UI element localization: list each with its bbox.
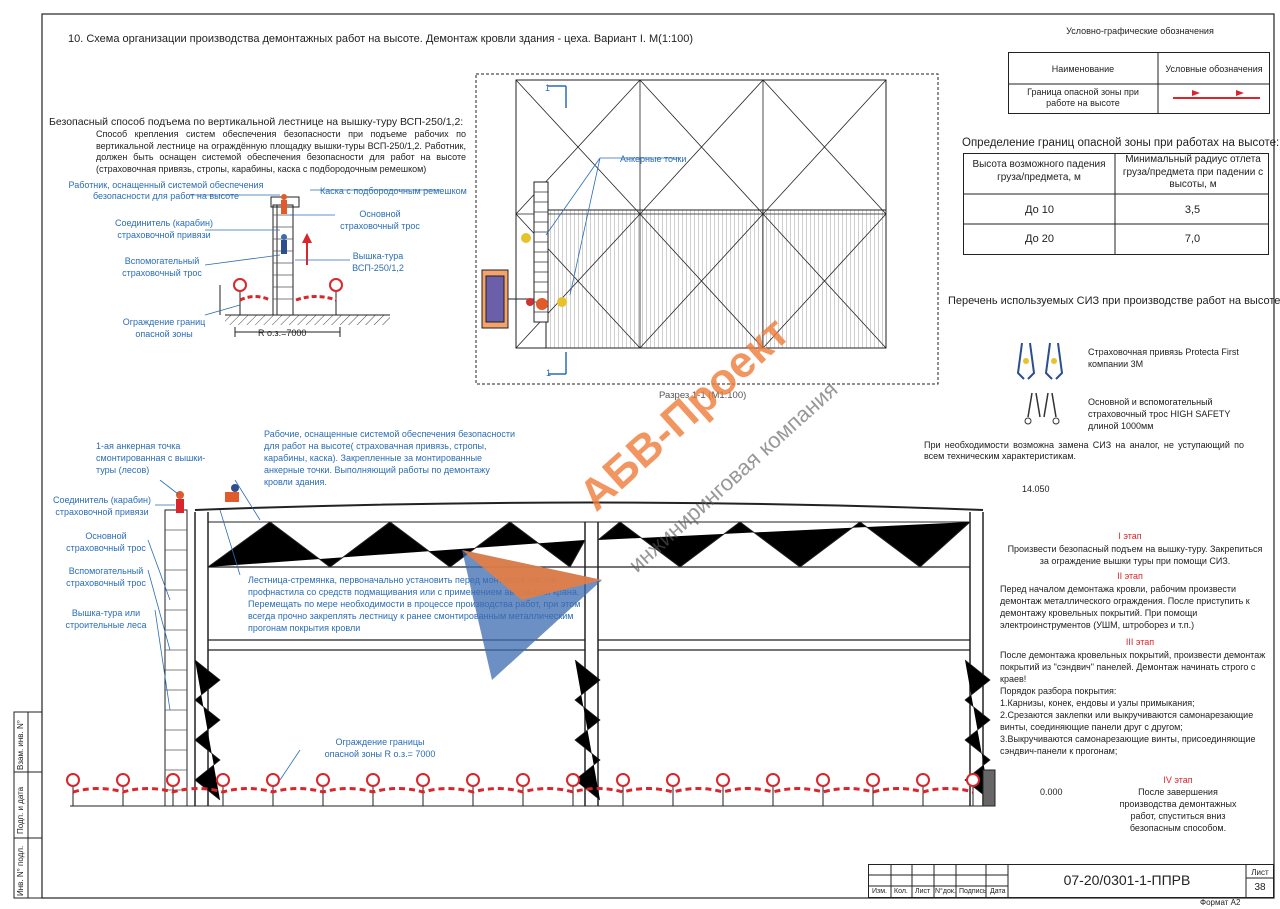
stage1-text: Произвести безопасный подъем на вышку-ту… <box>1007 544 1263 566</box>
danger-row2-radius: 7,0 <box>1184 233 1201 245</box>
plan-anchor-label: Анкерные точки <box>620 154 687 164</box>
stage4-title: IV этап <box>1163 775 1193 785</box>
side-stamp-inv: Инв. N° подл. <box>16 845 25 896</box>
tower-radius: R о.з.=7000 <box>258 328 307 338</box>
tb-col-izm: Изм. <box>872 888 887 895</box>
tb-code: 07-20/0301-1-ППРВ <box>1063 872 1191 888</box>
plan-caption: Разрез 1-1 (М1:100) <box>659 390 747 401</box>
tb-col-sign: Подпись <box>959 888 987 895</box>
legend-col-name: Наименование <box>1051 64 1115 74</box>
tb-format: Формат А2 <box>1200 898 1241 907</box>
roof-plan-drawing <box>475 73 939 385</box>
legend-row-name: Граница опасной зоны при работе на высот… <box>1027 87 1139 108</box>
ppe-note: При необходимости возможна замена СИЗ на… <box>924 440 1244 461</box>
danger-table <box>963 153 1269 255</box>
legend-col-symbol: Условные обозначения <box>1165 64 1263 74</box>
tower-label-aux-rope: Вспомогательный страховочный трос <box>122 256 202 278</box>
tower-label-main-rope: Основной страховочный трос <box>340 209 420 231</box>
stage2-text: Перед началом демонтажа кровли, рабочим … <box>1000 584 1250 630</box>
side-stamp-sign: Подп. и дата <box>16 786 25 834</box>
tower-label-connector: Соединитель (карабин) страховочной привя… <box>114 218 214 240</box>
danger-row1-radius: 3,5 <box>1184 204 1201 216</box>
tb-col-date: Дата <box>990 888 1006 895</box>
tb-sheet-label: Лист <box>1251 868 1269 877</box>
tower-title: Безопасный способ подъема по вертикально… <box>49 116 464 128</box>
stage1-title: I этап <box>1118 531 1142 541</box>
section-ladder: Лестница-стремянка, первоначально устано… <box>248 575 581 633</box>
danger-row2-height: До 20 <box>1025 233 1054 245</box>
tower-label-helmet: Каска с подбородочным ремешком <box>320 186 467 196</box>
ppe-item-harness: Страховочная привязь Protecta First комп… <box>1088 347 1239 369</box>
danger-col-height: Высота возможного падения груза/предмета… <box>972 159 1106 183</box>
stage3-text: После демонтажа кровельных покрытий, про… <box>1000 650 1266 756</box>
plan-section-mark-bottom: 1 <box>546 368 552 378</box>
ppe-item-rope: Основной и вспомогательный страховочный … <box>1088 397 1231 431</box>
page-title: 10. Схема организации производства демон… <box>68 33 694 45</box>
tower-text: Способ крепления систем обеспечения безо… <box>96 129 466 174</box>
tower-label-fence: Ограждение границ опасной зоны <box>122 317 206 339</box>
tower-label-worker: Работник, оснащенный системой обеспечени… <box>68 180 264 201</box>
harness-icon <box>1016 342 1064 425</box>
building-section-drawing <box>66 480 996 807</box>
section-anchor1: 1-ая анкерная точка смонтированная с выш… <box>96 441 206 475</box>
danger-col-radius: Минимальный радиус отлета груза/предмета… <box>1122 154 1264 190</box>
tb-col-list: Лист <box>915 888 931 895</box>
section-fence: Ограждение границы опасной зоны R о.з.= … <box>324 737 436 759</box>
tb-sheet-no: 38 <box>1254 882 1266 893</box>
watermark-logo-icon <box>462 550 602 680</box>
side-stamp-replace: Взам. инв. N° <box>16 720 25 770</box>
danger-row1-height: До 10 <box>1025 204 1054 216</box>
plan-section-mark-top: 1 <box>545 83 551 93</box>
level-bottom: 0.000 <box>1040 787 1063 797</box>
section-main-rope: Основной страховочный трос <box>66 531 146 553</box>
stage4-text: После завершения производства демонтажны… <box>1119 787 1237 833</box>
tower-label-tower: Вышка-тура ВСП-250/1,2 <box>352 251 404 273</box>
tb-col-kol: Кол. <box>894 888 908 895</box>
legend-title: Условно-графические обозначения <box>1066 26 1214 36</box>
level-top: 14.050 <box>1022 484 1050 494</box>
title-block <box>868 864 1274 898</box>
section-aux-rope: Вспомогательный страховочный трос <box>66 566 146 588</box>
stage3-title: III этап <box>1125 637 1155 647</box>
tb-col-doc: N°док. <box>935 888 956 895</box>
section-tower: Вышка-тура или строительные леса <box>65 608 147 630</box>
tower-detail-drawing <box>190 189 440 337</box>
section-workers: Рабочие, оснащенные системой обеспечения… <box>264 429 515 487</box>
danger-table-title: Определение границ опасной зоны при рабо… <box>962 137 1280 149</box>
section-connector: Соединитель (карабин) страховочной привя… <box>52 495 152 517</box>
ppe-title: Перечень используемых СИЗ при производст… <box>948 295 1280 307</box>
stage2-title: II этап <box>1117 571 1143 581</box>
legend-table <box>1008 52 1270 114</box>
